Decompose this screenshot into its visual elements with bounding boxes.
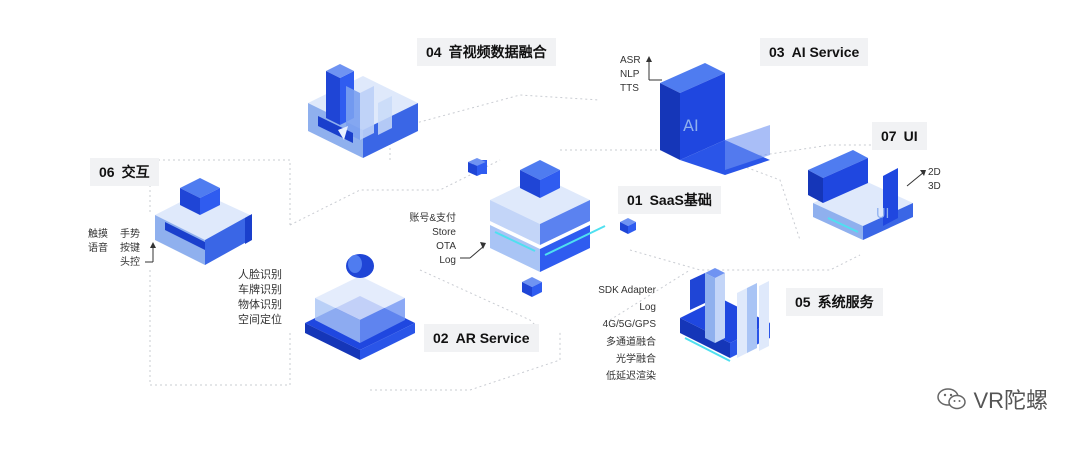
list-item: 触摸 (88, 229, 108, 240)
watermark: VR陀螺 (937, 383, 1048, 415)
ar-service-items: 人脸识别 车牌识别 物体识别 空间定位 (238, 268, 282, 328)
saas-items-pointer (460, 242, 486, 259)
list-item: 3D (928, 181, 941, 192)
ai-cube-text: AI (683, 116, 699, 135)
list-item: 人脸识别 (238, 269, 282, 281)
list-item: 头控 (120, 257, 140, 268)
list-item: SDK Adapter (598, 285, 656, 296)
list-item: 空间定位 (238, 314, 282, 326)
list-item: NLP (620, 69, 640, 80)
interaction-items-pointer (145, 242, 156, 263)
list-item: OTA (436, 241, 456, 252)
ui-items: 2D 3D (928, 166, 941, 194)
list-item: TTS (620, 83, 639, 94)
interaction-items-right: 手势 按键 头控 (120, 228, 140, 270)
ui-block: UI (808, 150, 913, 240)
wechat-icon (937, 388, 967, 410)
ai-service-block: AI (660, 63, 770, 175)
list-item: Log (639, 302, 656, 313)
small-cube-right (620, 218, 636, 234)
system-service-block (680, 268, 770, 362)
ui-cube-text: UI (876, 207, 889, 222)
small-cube-bottom (522, 277, 542, 297)
list-item: 低延迟渲染 (606, 371, 656, 382)
list-item: 2D (928, 167, 941, 178)
ai-items-pointer (646, 56, 662, 81)
list-item: 语音 (88, 243, 108, 254)
list-item: 账号&支付 (409, 213, 456, 224)
list-item: 光学融合 (616, 354, 656, 365)
system-service-items: SDK Adapter Log 4G/5G/GPS 多通道融合 光学融合 低延迟… (590, 284, 656, 384)
small-cube-top (468, 158, 486, 176)
list-item: 多通道融合 (606, 337, 656, 348)
watermark-text: VR陀螺 (973, 388, 1048, 413)
ai-service-items: ASR NLP TTS (620, 54, 641, 96)
saas-items: 账号&支付 Store OTA Log (400, 212, 456, 268)
list-item: 4G/5G/GPS (602, 319, 656, 330)
ar-service-block (305, 254, 415, 360)
av-fusion-block (308, 64, 418, 158)
interaction-block (155, 178, 252, 265)
list-item: Log (439, 255, 456, 266)
list-item: 车牌识别 (238, 284, 282, 296)
list-item: 物体识别 (238, 299, 282, 311)
interaction-items-left: 触摸 语音 (88, 228, 108, 256)
list-item: ASR (620, 55, 641, 66)
ui-items-pointer (906, 170, 926, 187)
list-item: 按键 (120, 243, 140, 254)
list-item: 手势 (120, 229, 140, 240)
list-item: Store (432, 227, 456, 238)
